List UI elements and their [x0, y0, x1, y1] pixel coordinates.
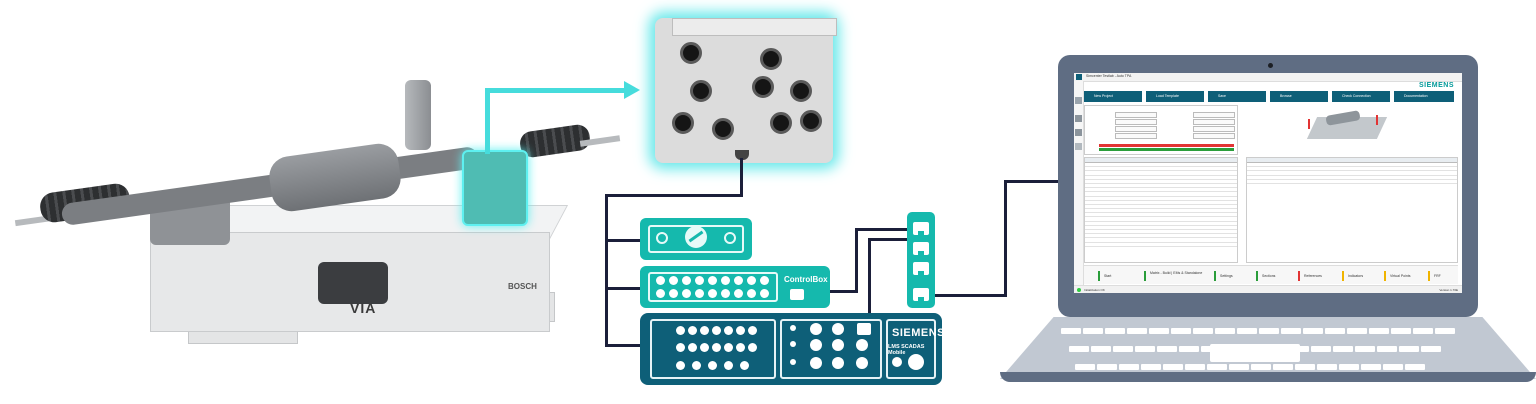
cable-switch-up: [1004, 180, 1007, 297]
cable-sensor-down: [740, 158, 743, 196]
control-box: ControlBox: [640, 266, 830, 308]
settings-panel: [1084, 105, 1238, 155]
ethernet-port-icon: [913, 222, 929, 235]
sensor-foot: [735, 150, 749, 160]
steering-motor: [266, 141, 404, 214]
cable-scadas-up: [868, 238, 871, 326]
load-template-button[interactable]: Load Template: [1146, 91, 1204, 102]
load-cell: [690, 80, 712, 102]
steering-column: [405, 80, 431, 150]
laptop-screen: Simcenter Testlab - Auto TPA SIEMENS New…: [1074, 73, 1462, 293]
load-cell: [790, 80, 812, 102]
highlighted-sensor: [462, 150, 528, 226]
highlight-connector-horizontal: [485, 88, 625, 93]
workflow-bar: Start Matrix - Build | EMs & Standalone …: [1084, 265, 1458, 284]
scadas-brand: SIEMENS: [892, 327, 946, 339]
cable-ctrl-up: [855, 228, 858, 292]
highlight-arrow-icon: [624, 81, 640, 99]
status-right: Version 1.70E: [1439, 288, 1458, 292]
browse-button[interactable]: Browse: [1270, 91, 1328, 102]
app-logo-icon: [1076, 74, 1082, 80]
cable-ctrl-switch: [855, 228, 911, 231]
rig-brand: BOSCH: [508, 282, 537, 291]
load-cell: [800, 110, 822, 132]
app-content: [1084, 105, 1458, 283]
knob-icon: [685, 226, 707, 248]
control-box-label: ControlBox: [784, 275, 828, 284]
load-cell: [680, 42, 702, 64]
rig-logo: VIA: [350, 300, 377, 316]
ethernet-port-icon: [790, 289, 804, 300]
cable-to-scadas: [605, 344, 641, 347]
scadas-model: LMS SCADAS Mobile: [888, 344, 925, 356]
ethernet-port-icon: [857, 323, 871, 335]
load-cell: [760, 48, 782, 70]
load-cell: [752, 76, 774, 98]
cable-scadas-switch: [868, 238, 911, 241]
cable-left-trunk: [605, 194, 608, 347]
app-toolbar: New Project Load Template Save Browse Ch…: [1084, 91, 1456, 102]
cable-switch-h: [930, 294, 1006, 297]
cable-to-ctrl: [605, 287, 641, 290]
check-connection-button[interactable]: Check Connection: [1332, 91, 1390, 102]
amplifier-device: [640, 218, 752, 260]
sensor-top-plate: [672, 18, 837, 36]
app-titlebar: Simcenter Testlab - Auto TPA: [1074, 73, 1462, 82]
status-bar: Initialization OK Version 1.70E: [1074, 285, 1462, 293]
workflow-sections[interactable]: Sections: [1256, 271, 1294, 281]
load-cell: [672, 112, 694, 134]
workflow-references[interactable]: References: [1298, 271, 1338, 281]
status-left: Initialization OK: [1084, 288, 1105, 292]
documentation-button[interactable]: Documentation: [1394, 91, 1454, 102]
workflow-frf[interactable]: FRF: [1428, 271, 1456, 281]
load-cell: [712, 118, 734, 140]
scadas-mobile: SIEMENS LMS SCADAS Mobile: [640, 313, 946, 385]
new-project-button[interactable]: New Project: [1084, 91, 1142, 102]
reference-table[interactable]: [1084, 157, 1238, 263]
app-title: Simcenter Testlab - Auto TPA: [1086, 74, 1132, 78]
workflow-settings[interactable]: Settings: [1214, 271, 1252, 281]
cable-to-small: [605, 239, 641, 242]
status-ok-icon: [1077, 288, 1081, 292]
ethernet-port-icon: [913, 242, 929, 255]
cable-ctrl-h: [815, 290, 858, 293]
workflow-start[interactable]: Start: [1098, 271, 1138, 281]
rig-window: [318, 262, 388, 304]
ethernet-port-icon: [913, 262, 929, 275]
webcam-icon: [1268, 63, 1273, 68]
indicator-table[interactable]: [1246, 157, 1458, 263]
workflow-virtual-points[interactable]: Virtual Points: [1384, 271, 1424, 281]
workflow-indicators[interactable]: Indicators: [1342, 271, 1380, 281]
save-button[interactable]: Save: [1208, 91, 1266, 102]
app-sidebar: [1074, 81, 1084, 286]
app-brand: SIEMENS: [1418, 82, 1454, 89]
highlight-connector-vertical: [485, 88, 490, 154]
load-cell: [770, 112, 792, 134]
touchpad: [1210, 344, 1300, 362]
network-switch: [907, 212, 935, 308]
cable-to-laptop: [1004, 180, 1066, 183]
model-3d-view[interactable]: [1252, 105, 1456, 153]
ethernet-port-icon: [913, 288, 929, 301]
cable-sensor-left: [605, 194, 743, 197]
workflow-matrix[interactable]: Matrix - Build | EMs & Standalone: [1144, 271, 1208, 281]
laptop-base: [1000, 372, 1536, 382]
